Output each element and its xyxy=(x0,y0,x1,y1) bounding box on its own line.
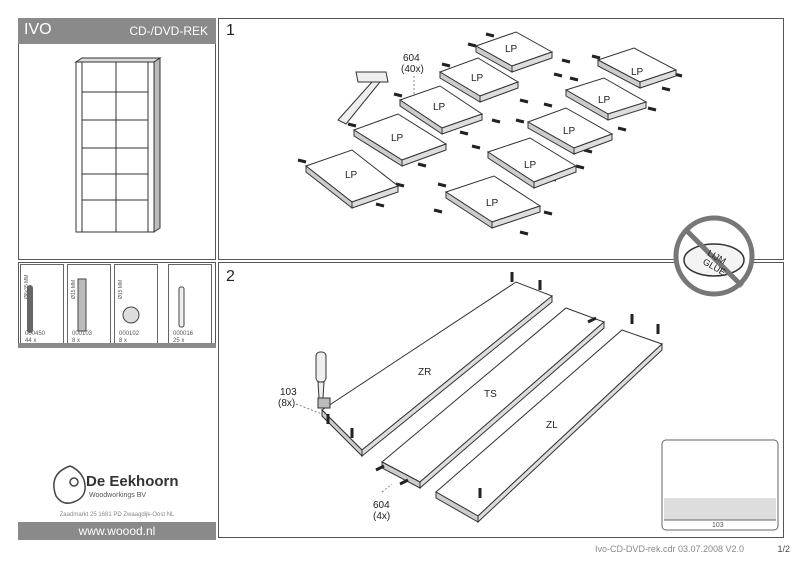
file-info: Ivo-CD-DVD-rek.cdr 03.07.2008 V2.0 xyxy=(594,544,744,554)
detail-box xyxy=(661,439,779,531)
part-shelf-pin: 000016 25 x xyxy=(168,264,212,344)
model-name: IVO xyxy=(24,21,52,38)
cam-code-label: 103 xyxy=(280,387,297,398)
panel-label-zl: ZL xyxy=(546,420,558,431)
brand-address: Zaadmarkt 25 1681 PD Zwaagdijk-Oost NL xyxy=(59,512,175,518)
parts-strip xyxy=(18,343,216,348)
dowel-qty-label: (40x) xyxy=(401,64,424,75)
panel-label-lp: LP xyxy=(631,67,644,78)
step2-number: 2 xyxy=(226,268,235,285)
panel-label-zr: ZR xyxy=(418,367,432,378)
panel-label-lp: LP xyxy=(505,44,518,55)
panel-label-ts: TS xyxy=(484,389,497,400)
part-code: 000450 xyxy=(25,331,46,337)
dowel-code-label: 604 xyxy=(403,53,420,64)
panel-label-lp: LP xyxy=(486,198,499,209)
part-dowel: Ø8x35 MM 000450 44 x xyxy=(20,264,64,344)
step2-panels xyxy=(321,281,663,524)
panel-label-lp: LP xyxy=(598,95,611,106)
step1-number: 1 xyxy=(226,22,235,39)
part-qty: 8 x xyxy=(72,338,81,344)
part-code: 000016 xyxy=(173,331,194,337)
part-qty: 25 x xyxy=(173,338,185,344)
detail-label: 103 xyxy=(712,522,724,529)
no-glue-icon xyxy=(673,215,755,297)
part-qty: 8 x xyxy=(119,338,128,344)
page-number: 1/2 xyxy=(777,544,790,554)
header-bar: IVO CD-/DVD-REK xyxy=(18,18,216,44)
panel-label-lp: LP xyxy=(524,160,537,171)
cam-tool-icon xyxy=(315,351,331,409)
panel-label-lp: LP xyxy=(471,73,484,84)
panel-label-lp: LP xyxy=(391,133,404,144)
panel-label-lp: LP xyxy=(563,126,576,137)
brand-name: De Eekhoorn xyxy=(86,473,179,490)
step2-frame xyxy=(218,262,784,538)
step2-dowel-qty-label: (4x) xyxy=(373,511,391,522)
leader-lines xyxy=(295,76,415,493)
part-cam-lock: Ø15 MM 000102 8 x xyxy=(114,264,158,344)
panel-label-lp: LP xyxy=(433,102,446,113)
part-qty: 44 x xyxy=(25,338,37,344)
bookcase-drawing xyxy=(74,57,162,233)
part-cam-bolt: Ø15 MM 000103 8 x xyxy=(67,264,111,344)
step1-panels xyxy=(304,31,678,229)
part-size: Ø8x35 MM xyxy=(24,274,30,299)
hammer-icon xyxy=(337,71,389,125)
step2-dowel-code-label: 604 xyxy=(373,500,390,511)
part-size: Ø15 MM xyxy=(118,279,124,299)
step1-dowels xyxy=(297,32,683,236)
panel-label-lp: LP xyxy=(345,170,358,181)
cam-qty-label: (8x) xyxy=(278,398,296,409)
step1-frame xyxy=(218,18,784,260)
part-code: 000103 xyxy=(72,331,93,337)
squirrel-logo-icon xyxy=(53,465,86,504)
part-size: Ø15 MM xyxy=(71,279,77,299)
step2-dowels xyxy=(326,272,660,498)
website-link[interactable]: www.woood.nl xyxy=(18,522,216,540)
product-name: CD-/DVD-REK xyxy=(129,24,208,38)
brand-subtitle: Woodworkings BV xyxy=(89,492,147,499)
part-code: 000102 xyxy=(119,331,140,337)
